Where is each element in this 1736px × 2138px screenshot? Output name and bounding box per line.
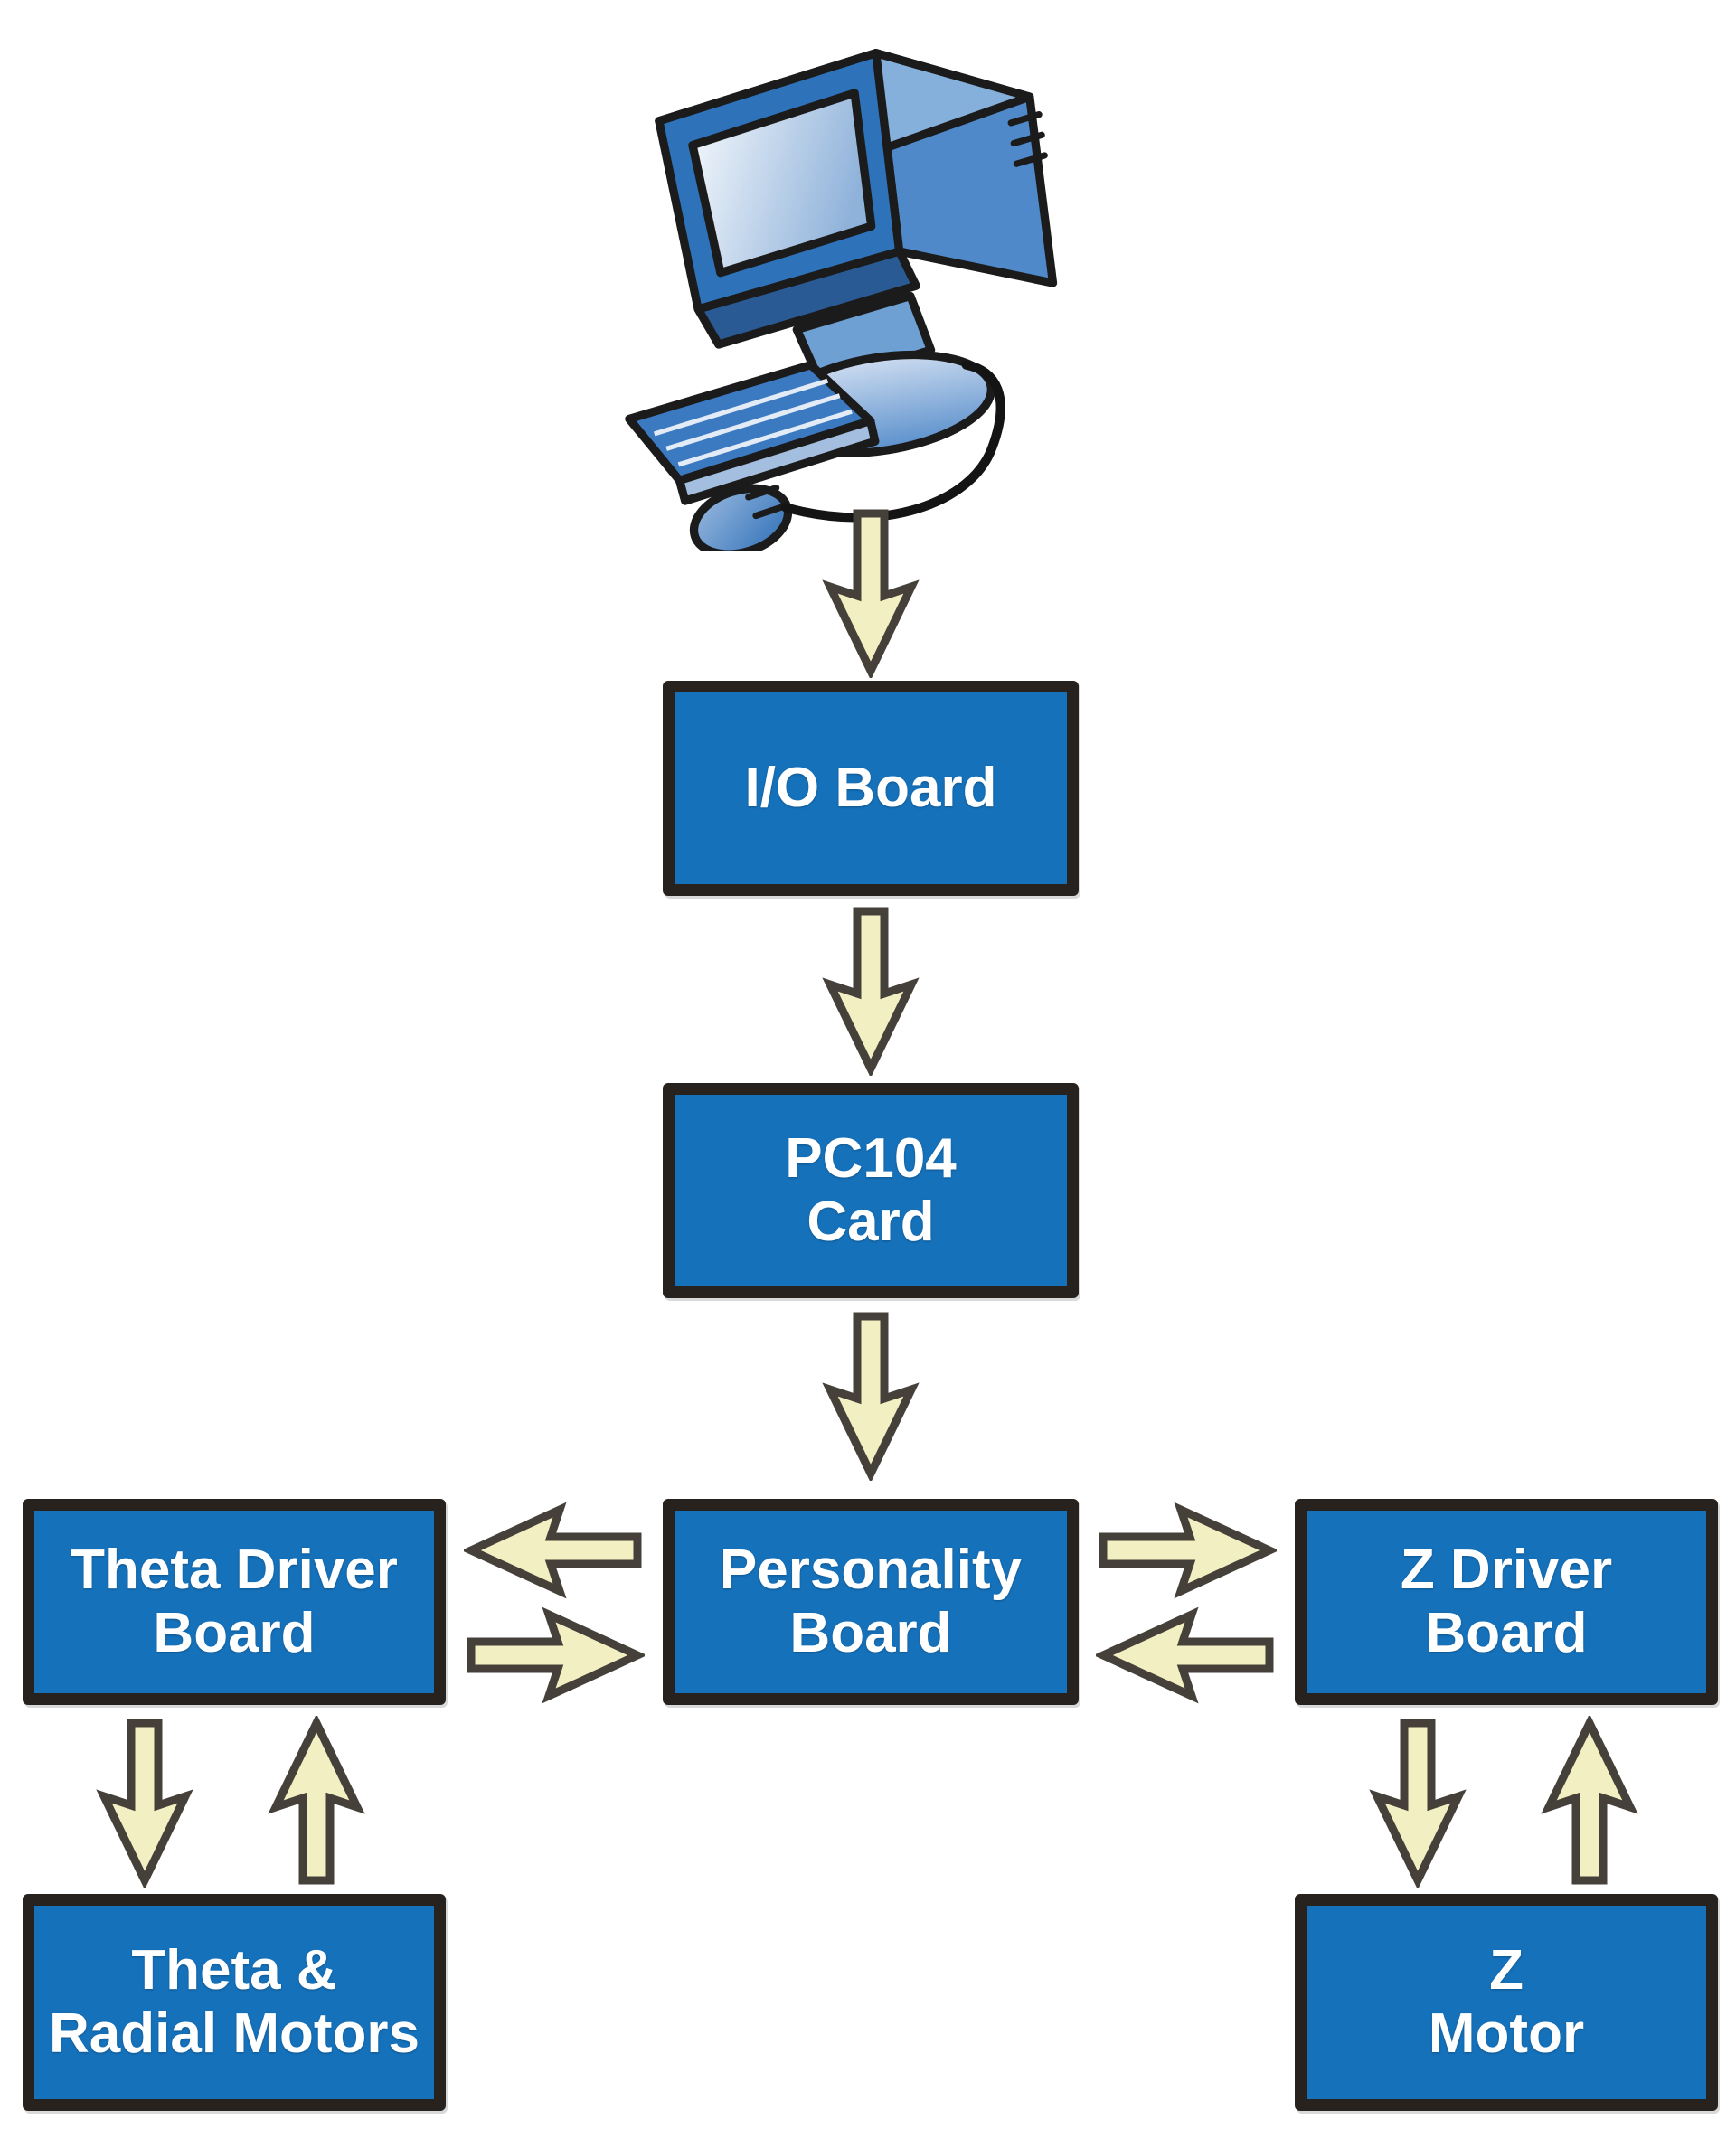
node-personality-board-label-line1: Personality <box>719 1539 1023 1601</box>
arrow-pc104-to-personality-icon <box>816 1309 925 1481</box>
node-personality-board-label-line2: Board <box>789 1602 952 1664</box>
node-z-motor: Z Motor <box>1295 1894 1718 2111</box>
arrow-personality-to-theta-icon <box>464 1501 645 1600</box>
arrow-io-to-pc104-icon <box>816 904 925 1076</box>
arrow-computer-to-io-icon <box>816 506 925 678</box>
node-pc104-card-label-line1: PC104 <box>785 1127 957 1190</box>
node-io-board: I/O Board <box>663 681 1079 896</box>
arrow-thetadriver-to-motors-icon <box>95 1716 194 1888</box>
arrow-theta-to-personality-icon <box>464 1606 645 1705</box>
node-z-driver-board-label-line2: Board <box>1425 1602 1588 1664</box>
desktop-computer-icon <box>601 2 1067 559</box>
arrow-motors-to-thetadriver-icon <box>267 1716 366 1888</box>
node-z-motor-label-line2: Motor <box>1428 2002 1585 2065</box>
node-theta-driver-board-label-line2: Board <box>153 1602 316 1664</box>
arrow-personality-to-zdriver-icon <box>1096 1501 1277 1600</box>
arrow-zdriver-to-personality-icon <box>1096 1606 1277 1705</box>
node-z-motor-label-line1: Z <box>1489 1939 1524 2001</box>
node-theta-driver-board: Theta Driver Board <box>23 1499 446 1705</box>
arrow-zdriver-to-zmotor-icon <box>1368 1716 1467 1888</box>
node-theta-driver-board-label-line1: Theta Driver <box>71 1539 398 1601</box>
node-theta-radial-motors: Theta & Radial Motors <box>23 1894 446 2111</box>
node-io-board-label: I/O Board <box>744 757 997 819</box>
node-z-driver-board-label-line1: Z Driver <box>1400 1539 1613 1601</box>
node-personality-board: Personality Board <box>663 1499 1079 1705</box>
node-pc104-card-label-line2: Card <box>807 1191 935 1253</box>
node-pc104-card: PC104 Card <box>663 1083 1079 1298</box>
node-z-driver-board: Z Driver Board <box>1295 1499 1718 1705</box>
node-theta-radial-motors-label-line1: Theta & <box>131 1939 337 2001</box>
node-theta-radial-motors-label-line2: Radial Motors <box>49 2002 420 2065</box>
arrow-zmotor-to-zdriver-icon <box>1540 1716 1639 1888</box>
